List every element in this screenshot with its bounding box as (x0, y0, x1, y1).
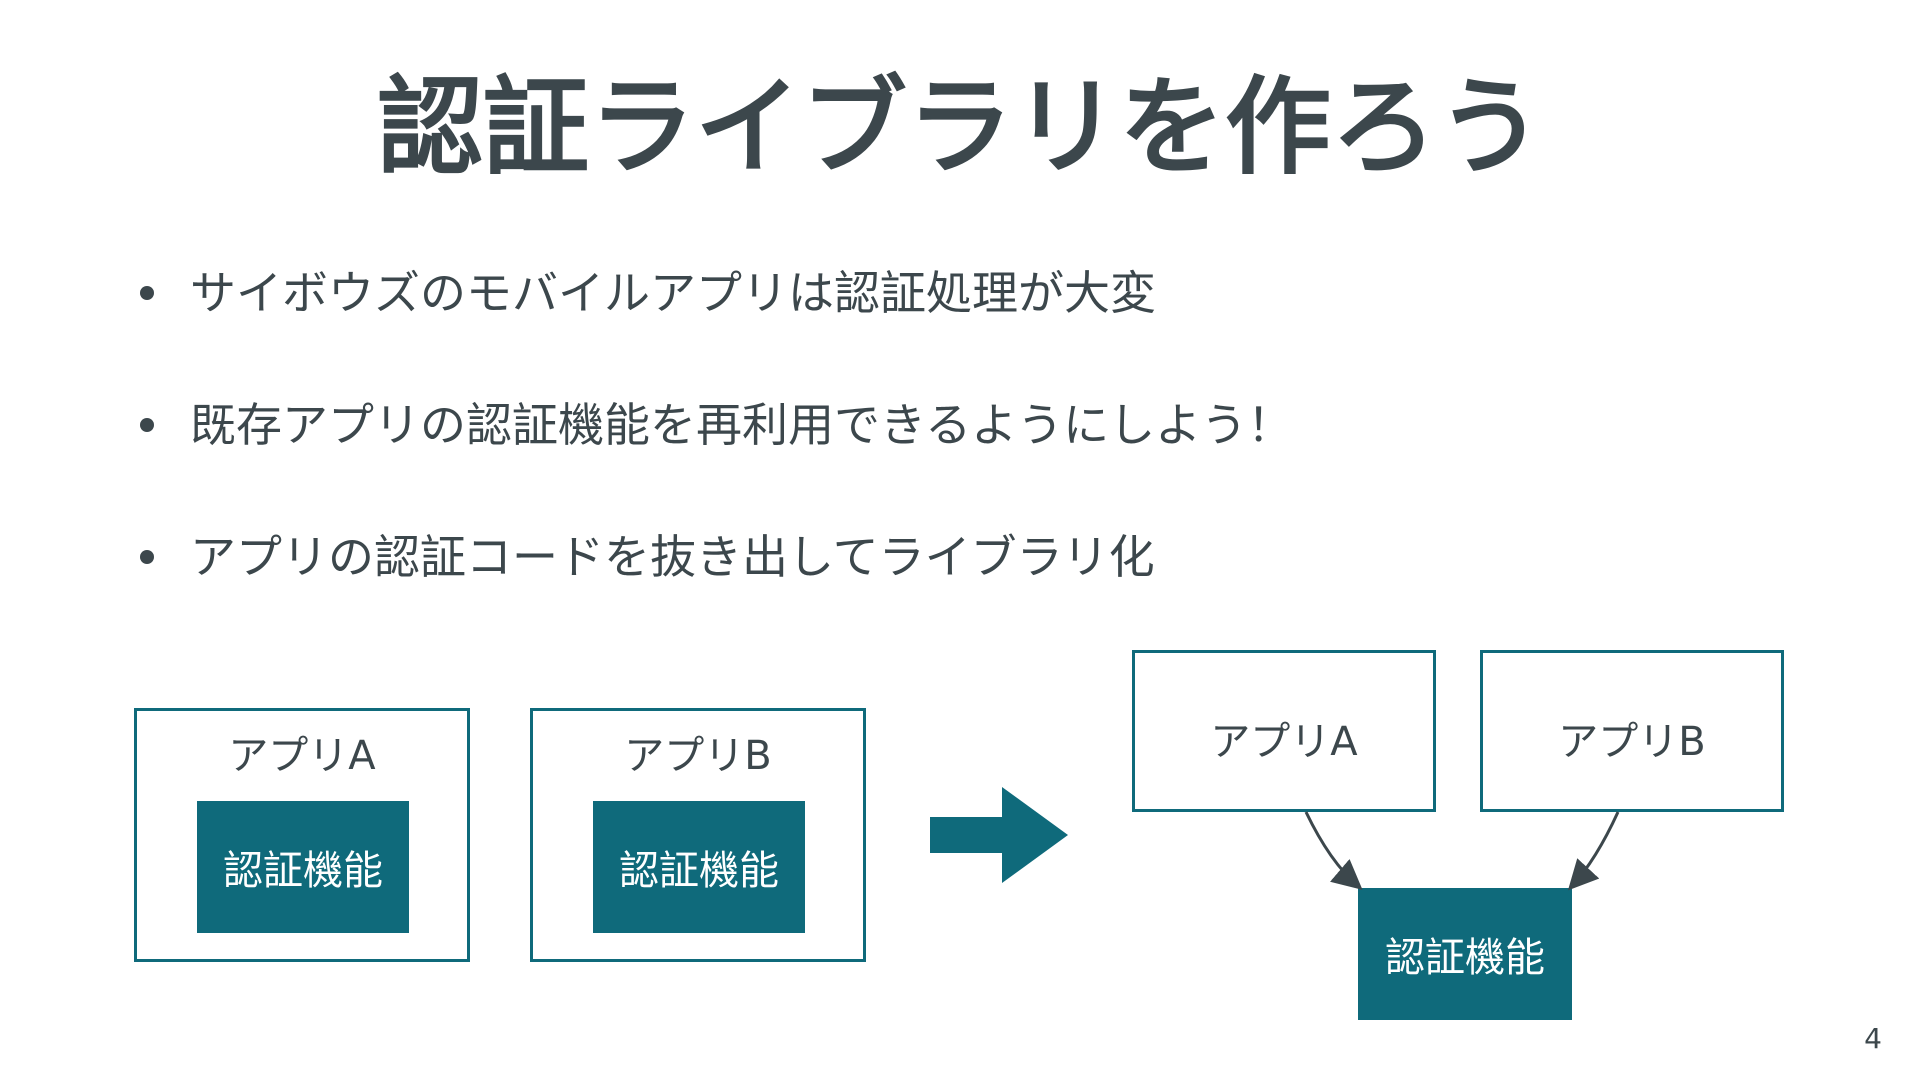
after-app-b-label: アプリB (1558, 719, 1706, 765)
before-app-a-auth-box: 認証機能 (197, 801, 409, 933)
bullet-list: サイボウズのモバイルアプリは認証処理が大変 既存アプリの認証機能を再利用できるよ… (140, 258, 1293, 654)
bullet-text: 既存アプリの認証機能を再利用できるようにしよう！ (190, 398, 1294, 452)
before-app-b-box: アプリB 認証機能 (530, 708, 866, 962)
after-app-a-box: アプリA (1132, 650, 1436, 812)
before-app-b-auth-box: 認証機能 (593, 801, 805, 933)
bullet-text: アプリの認証コードを抜き出してライブラリ化 (190, 530, 1155, 584)
bullet-dot-icon (140, 550, 154, 564)
before-app-a-label: アプリA (228, 733, 376, 779)
slide-title: 認証ライブラリを作ろう (377, 66, 1543, 189)
before-app-b-label: アプリB (624, 733, 772, 779)
page-number: 4 (1864, 1022, 1882, 1055)
after-app-a-label: アプリA (1210, 719, 1358, 765)
bullet-item: アプリの認証コードを抜き出してライブラリ化 (140, 522, 1293, 654)
connector-app-a-to-auth (1304, 811, 1363, 890)
before-app-b-auth-label: 認証機能 (619, 848, 779, 894)
before-app-a-box: アプリA 認証機能 (134, 708, 470, 962)
bullet-dot-icon (140, 286, 154, 300)
connector-app-b-to-auth (1567, 811, 1620, 891)
bullet-text: サイボウズのモバイルアプリは認証処理が大変 (190, 266, 1156, 320)
before-app-a-auth-label: 認証機能 (223, 848, 383, 894)
after-app-b-box: アプリB (1480, 650, 1784, 812)
transition-arrow-icon (930, 787, 1068, 883)
after-auth-box: 認証機能 (1358, 888, 1572, 1020)
after-auth-label: 認証機能 (1385, 935, 1545, 981)
bullet-item: サイボウズのモバイルアプリは認証処理が大変 (140, 258, 1293, 390)
bullet-item: 既存アプリの認証機能を再利用できるようにしよう！ (140, 390, 1293, 522)
bullet-dot-icon (140, 418, 154, 432)
